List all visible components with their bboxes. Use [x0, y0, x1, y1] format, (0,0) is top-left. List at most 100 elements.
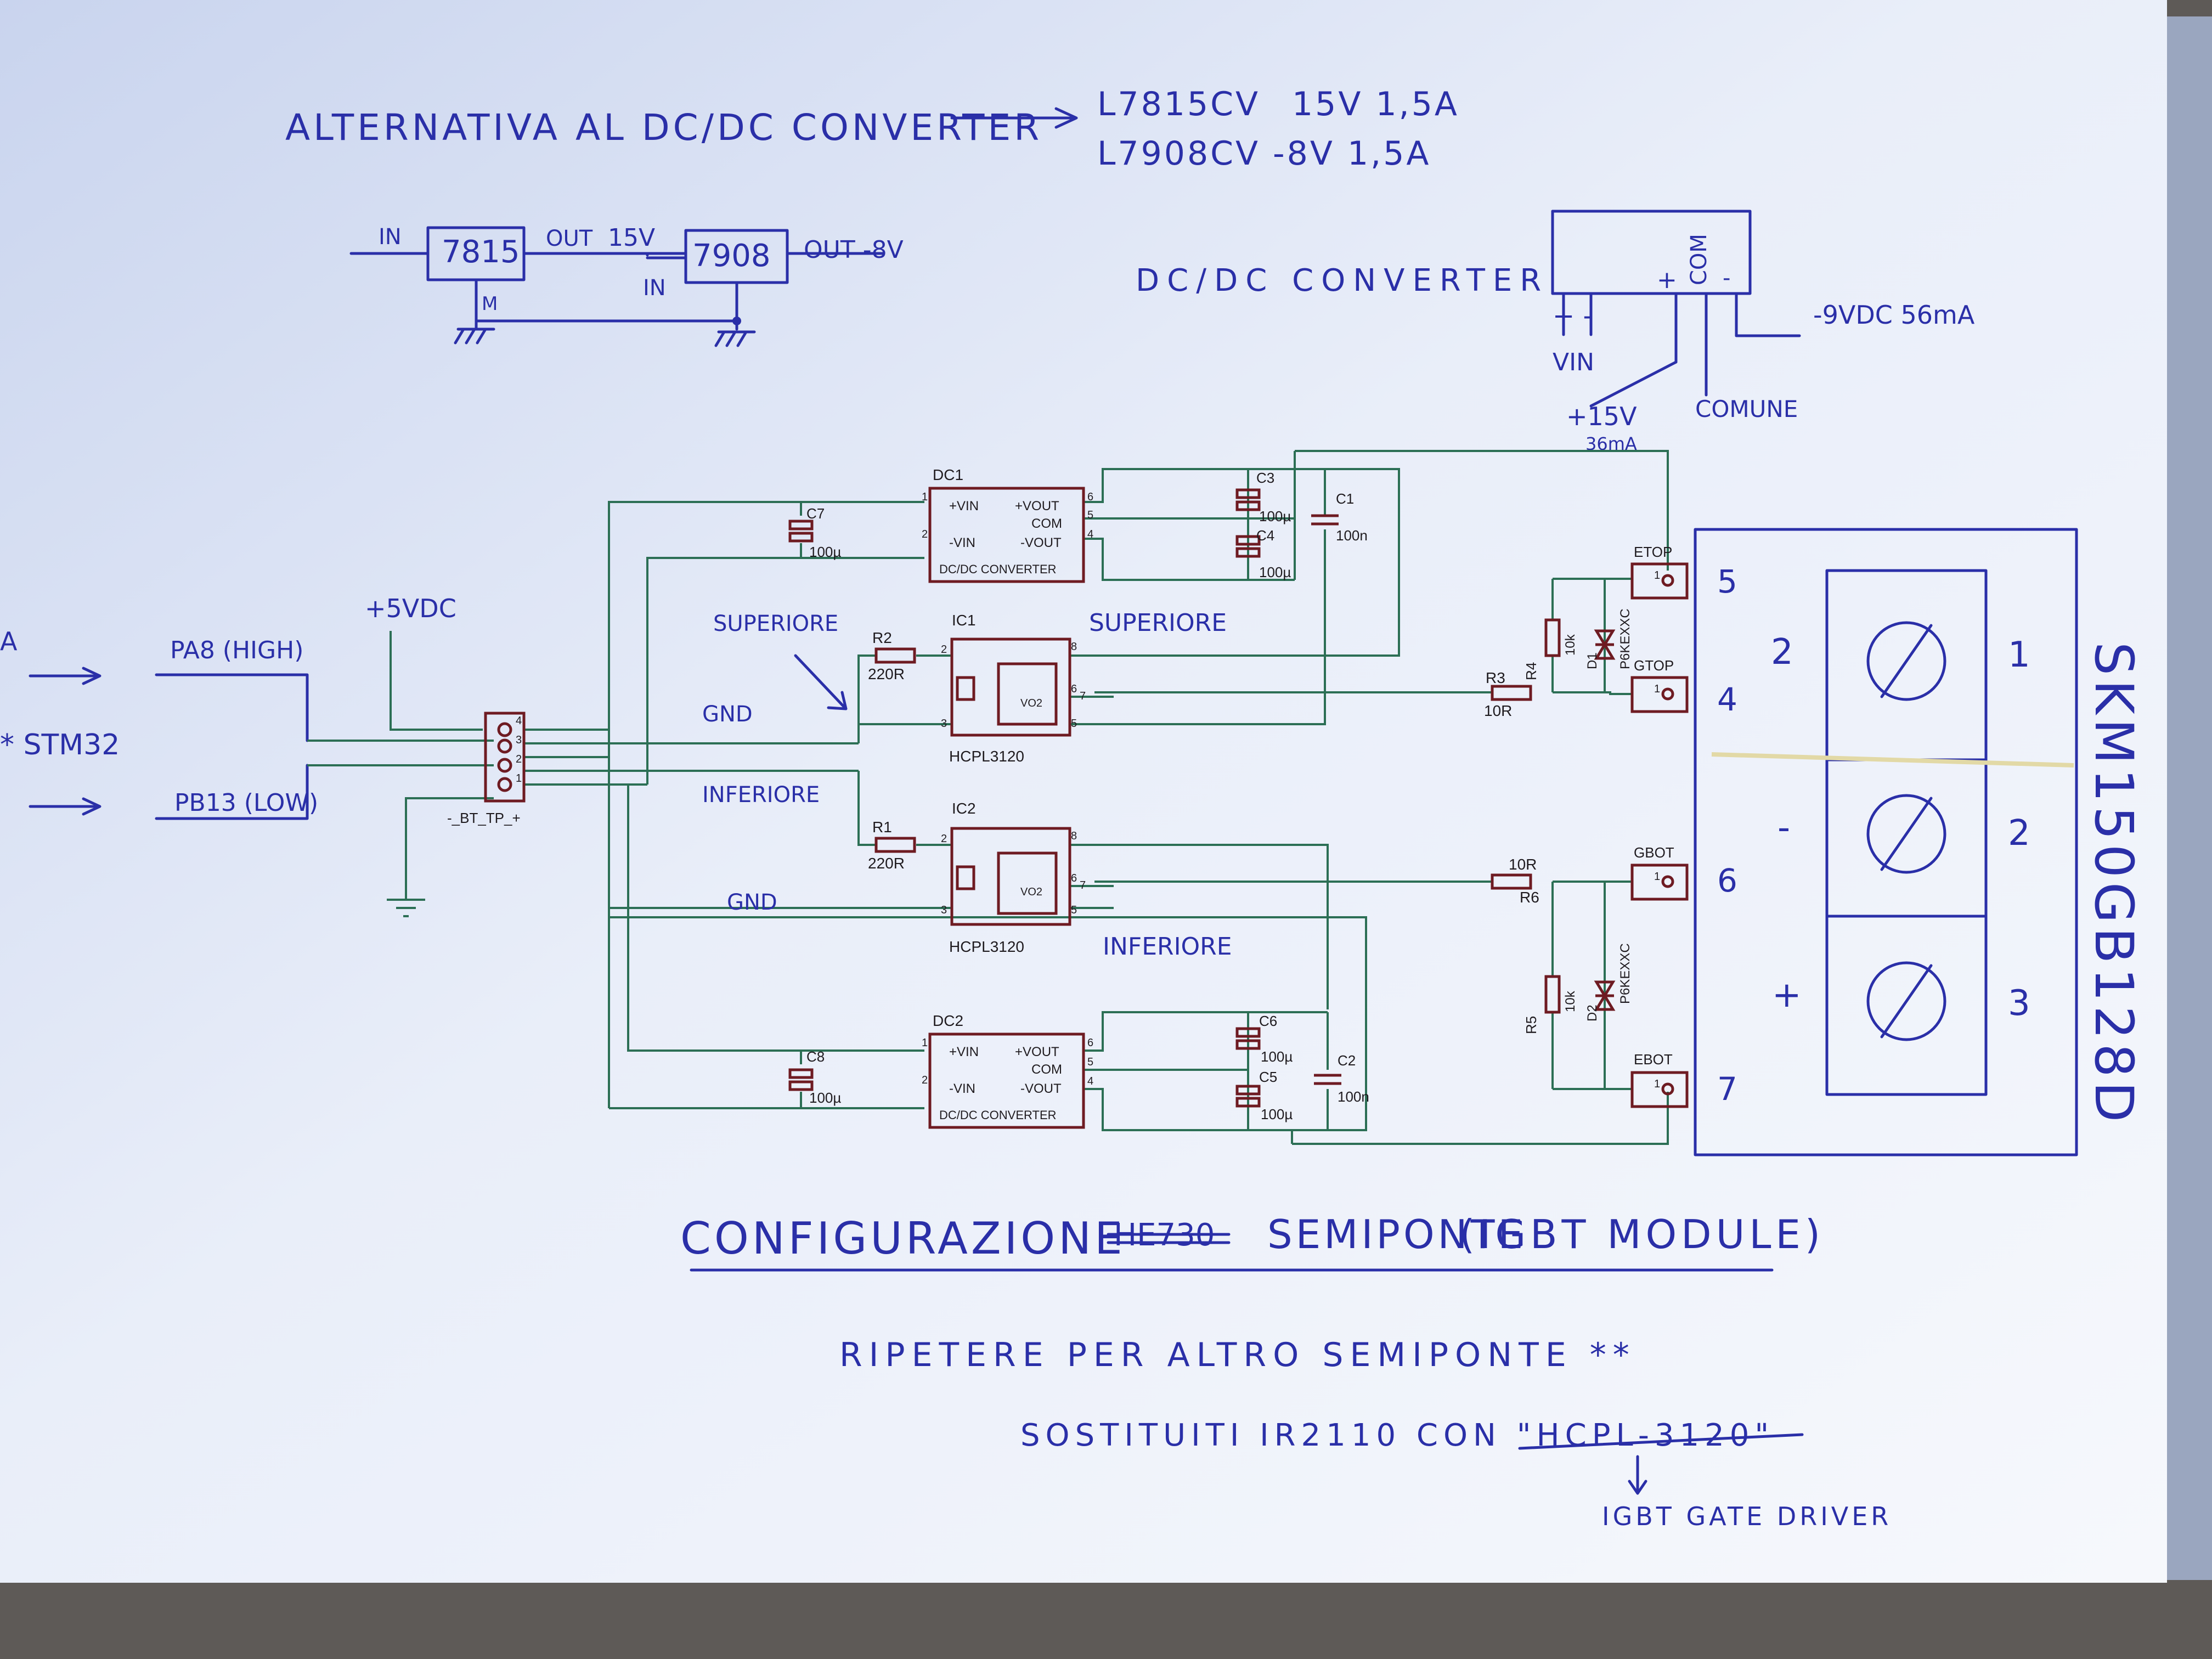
svg-text:100µ: 100µ: [809, 544, 841, 560]
terminal-gbot: 1 GBOT: [1630, 844, 1689, 901]
label-5vdc: +5VDC: [365, 594, 456, 623]
svg-text:R3: R3: [1486, 669, 1505, 686]
regulator-sketch: IN 7815 OUT 15V IN 7908 OUT -8V M: [349, 224, 904, 347]
svg-text:OUT -8V: OUT -8V: [804, 236, 904, 264]
label-superiore-in: SUPERIORE: [713, 611, 838, 636]
label-gnd-bottom: GND: [727, 890, 777, 915]
svg-text:R5: R5: [1523, 1016, 1539, 1034]
svg-text:C5: C5: [1259, 1069, 1277, 1085]
label-superiore-out: SUPERIORE: [1089, 609, 1227, 637]
diode-d1: D1 P6KEXXC: [1585, 608, 1633, 669]
svg-text:VIN: VIN: [1553, 348, 1594, 376]
svg-text:R1: R1: [872, 819, 892, 836]
svg-text:1: 1: [2008, 635, 2030, 675]
terminal-number-7: 7: [1717, 1070, 1737, 1108]
resistor-r4: R4 10k: [1523, 618, 1578, 680]
svg-text:1: 1: [1654, 569, 1660, 582]
svg-text:COMUNE: COMUNE: [1695, 396, 1798, 422]
label-inferiore-out: INFERIORE: [1103, 933, 1232, 961]
svg-text:-9VDC 56mA: -9VDC 56mA: [1813, 300, 1975, 330]
svg-text:100µ: 100µ: [809, 1090, 841, 1106]
svg-text:100µ: 100µ: [1261, 1106, 1293, 1122]
svg-text:4: 4: [516, 715, 522, 727]
svg-text:1: 1: [922, 1037, 928, 1049]
resistor-r3: R3 10R: [1484, 669, 1532, 719]
cap-c8: C8 100µ: [788, 1048, 841, 1106]
svg-text:1: 1: [1654, 683, 1660, 695]
svg-text:7908: 7908: [692, 238, 771, 274]
svg-text:GTOP: GTOP: [1634, 657, 1674, 674]
svg-text:220R: 220R: [868, 665, 905, 682]
svg-text:2: 2: [941, 644, 947, 656]
svg-text:10R: 10R: [1509, 856, 1537, 873]
svg-text:C4: C4: [1256, 527, 1274, 544]
svg-text:2: 2: [1771, 632, 1793, 673]
alt-title: ALTERNATIVA AL DC/DC CONVERTER: [285, 106, 1042, 149]
resistor-r1: R1 220R: [868, 819, 916, 872]
svg-text:7815: 7815: [442, 234, 520, 270]
svg-text:100n: 100n: [1338, 1088, 1369, 1105]
svg-text:DC/DC CONVERTER: DC/DC CONVERTER: [939, 1108, 1057, 1122]
svg-text:+VIN: +VIN: [949, 499, 979, 514]
svg-text:C8: C8: [806, 1048, 825, 1065]
svg-text:-: -: [1778, 808, 1790, 848]
svg-text:IC2: IC2: [952, 800, 976, 817]
cap-c3: C3 100µ: [1235, 470, 1291, 524]
svg-text:7: 7: [1080, 690, 1086, 702]
svg-text:COM: COM: [1031, 1062, 1062, 1077]
svg-text:COM: COM: [1686, 234, 1712, 285]
paper-sheet: [0, 0, 2167, 1583]
svg-text:D2: D2: [1585, 1005, 1600, 1022]
svg-text:HCPL3120: HCPL3120: [949, 938, 1024, 955]
diode-d2: D2 P6KEXXC: [1585, 943, 1633, 1022]
resistor-r5: R5 10k: [1523, 975, 1578, 1034]
note-sostituiti: SOSTITUITI IR2110 CON "HCPL-3120": [1020, 1418, 1774, 1453]
svg-text:5: 5: [1087, 1056, 1093, 1068]
svg-text:-VOUT: -VOUT: [1020, 535, 1062, 550]
svg-text:EBOT: EBOT: [1634, 1051, 1673, 1068]
svg-text:100µ: 100µ: [1261, 1048, 1293, 1065]
svg-text:DC2: DC2: [933, 1012, 963, 1029]
svg-text:GBOT: GBOT: [1634, 844, 1674, 861]
svg-text:D1: D1: [1585, 652, 1600, 669]
svg-text:8: 8: [1071, 830, 1077, 842]
cap-c2: C2 100n: [1314, 1052, 1369, 1105]
svg-text:2: 2: [922, 528, 928, 540]
connector-bt-tp: 4 3 2 1 -_BT_TP_+: [447, 712, 526, 826]
svg-text:10R: 10R: [1484, 702, 1512, 719]
svg-text:6: 6: [1087, 491, 1093, 503]
svg-text:-VIN: -VIN: [949, 535, 975, 550]
svg-text:C6: C6: [1259, 1013, 1277, 1029]
svg-text:R2: R2: [872, 629, 892, 646]
cap-c4: C4 100µ: [1235, 527, 1291, 580]
svg-text:+VOUT: +VOUT: [1015, 499, 1059, 514]
svg-text:ETOP: ETOP: [1634, 544, 1672, 560]
dc1-converter: DC1 +VIN +VOUT COM -VIN -VOUT DC/DC CONV…: [922, 466, 1093, 583]
svg-text:-: -: [1723, 266, 1730, 291]
svg-text:+15V: +15V: [1566, 402, 1637, 431]
reg2-name: L7908CV: [1097, 134, 1260, 173]
svg-text:1: 1: [1654, 1078, 1660, 1090]
dcdc-sketch: COM - + + - VIN -9VDC 56mA +15V 36mA COM…: [1551, 210, 1975, 454]
svg-text:C1: C1: [1336, 490, 1354, 507]
ic1-optocoupler: IC1 HCPL3120 VO2 2 3 8 6 7 5: [941, 612, 1086, 765]
svg-text:HCPL3120: HCPL3120: [949, 748, 1024, 765]
svg-text:10k: 10k: [1563, 990, 1578, 1012]
svg-text:15V: 15V: [608, 224, 655, 252]
svg-text:C2: C2: [1338, 1052, 1356, 1069]
label-pb13: PB13 (LOW): [174, 789, 318, 817]
svg-text:M: M: [482, 293, 498, 315]
resistor-r6: 10R R6: [1491, 856, 1539, 906]
svg-text:DC1: DC1: [933, 466, 963, 483]
reg1-spec: 15V 1,5A: [1292, 85, 1459, 123]
note-ripetere: RIPETERE PER ALTRO SEMIPONTE **: [839, 1336, 1636, 1374]
svg-text:2: 2: [516, 753, 522, 765]
svg-text:5: 5: [1071, 718, 1077, 730]
svg-text:COM: COM: [1031, 516, 1062, 531]
terminal-number-6: 6: [1717, 862, 1737, 899]
svg-text:+VIN: +VIN: [949, 1045, 979, 1059]
cap-c5: C5 100µ: [1235, 1069, 1293, 1122]
svg-text:3: 3: [516, 734, 522, 746]
svg-text:+VOUT: +VOUT: [1015, 1045, 1059, 1059]
dc2-converter: DC2 +VIN +VOUT COM -VIN -VOUT DC/DC CONV…: [922, 1012, 1093, 1129]
